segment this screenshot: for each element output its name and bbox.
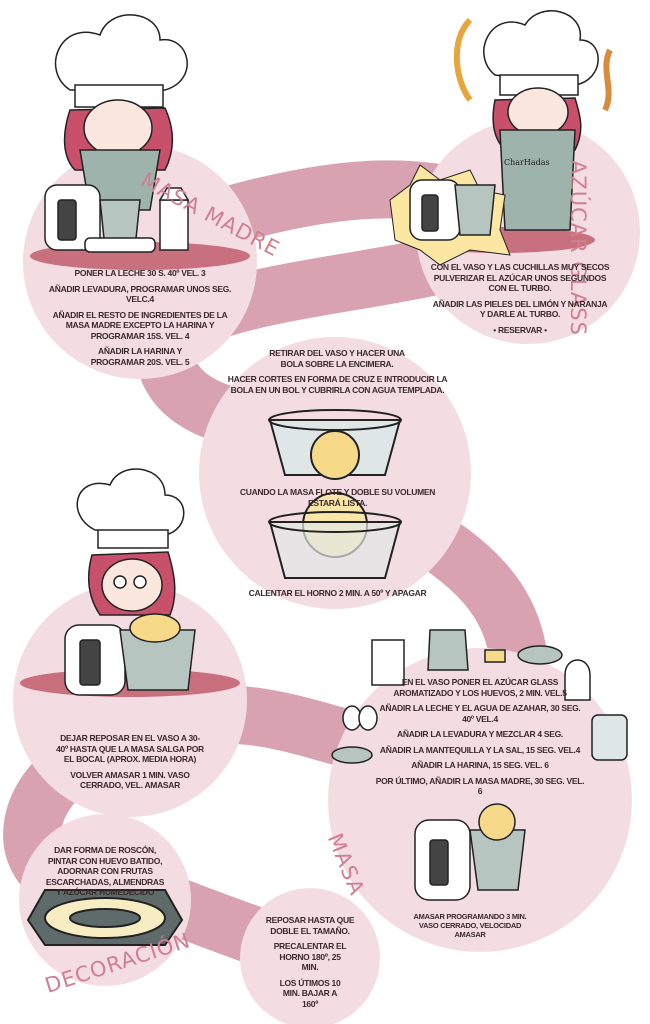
step: AÑADIR EL RESTO DE INGREDIENTES DE LA MA… (52, 309, 228, 341)
azucar-glass-steps: CON EL VASO Y LAS CUCHILLAS MUY SECOS PU… (430, 262, 610, 340)
food-processor-icon (44, 184, 156, 253)
salt-shaker-icon (564, 659, 591, 701)
bowl-icon (331, 746, 373, 764)
bowl-with-dough-icon (268, 409, 402, 480)
step: LOS ÚTIMOS 10 MIN. BAJAR A 160º (279, 977, 341, 1009)
circle-horno (240, 888, 380, 1024)
step: POR ÚLTIMO, AÑADIR LA MASA MADRE, 30 SEG… (375, 775, 585, 797)
step: CON EL VASO Y LAS CUCHILLAS MUY SECOS PU… (430, 262, 610, 293)
step: AÑADIR LA HARINA Y PROGRAMAR 20S. VEL. 5 (90, 346, 190, 367)
food-processor-icon (64, 613, 196, 696)
step: AÑADIR LA HARINA, 15 SEG. VEL. 6 (411, 760, 549, 770)
ingredients-illustration (331, 629, 628, 901)
apron-label: CharHadas (504, 158, 550, 167)
jug-icon (427, 629, 469, 671)
bola-steps: RETIRAR DEL VASO Y HACER UNA BOLA SOBRE … (225, 348, 450, 400)
horno-steps: REPOSAR HASTA QUE DOBLE EL TAMAÑO. PRECA… (255, 915, 365, 1014)
step: AÑADIR LAS PIELES DEL LIMÓN Y NARANJA Y … (432, 298, 608, 320)
food-processor-icon (409, 179, 496, 241)
masa-steps: EN EL VASO PONER EL AZÚCAR GLASS AROMATI… (375, 677, 585, 802)
egg-icon (358, 705, 378, 731)
step: AÑADIR LA LEVADURA Y MEZCLAR 4 SEG. (397, 729, 563, 739)
step: HACER CORTES EN FORMA DE CRUZ E INTRODUC… (227, 374, 448, 395)
bola-middle-text: CUANDO LA MASA FLOTE Y DOBLE SU VOLUMEN … (239, 487, 436, 508)
step: DAR FORMA DE ROSCÓN, PINTAR CON HUEVO BA… (45, 845, 165, 897)
chef-illustration (76, 468, 185, 616)
reposo-vaso-steps: DEJAR REPOSAR EN EL VASO A 30-40º HASTA … (55, 733, 205, 796)
step: AÑADIR LA LECHE Y EL AGUA DE AZAHAR, 30 … (379, 703, 581, 724)
masa-footer: AMASAR PROGRAMANDO 3 MIN. VASO CERRADO, … (413, 912, 527, 939)
butter-icon (484, 649, 506, 663)
section-circles (13, 120, 640, 1024)
step: VOLVER AMASAR 1 MIN. VASO CERRADO, VEL. … (70, 769, 190, 791)
decoracion-steps: DAR FORMA DE ROSCÓN, PINTAR CON HUEVO BA… (45, 845, 165, 903)
step: REPOSAR HASTA QUE DOBLE EL TAMAÑO. (265, 915, 355, 936)
step: RETIRAR DEL VASO Y HACER UNA BOLA SOBRE … (269, 348, 405, 369)
step: PRECALENTAR EL HORNO 180º, 25 MIN. (273, 941, 347, 972)
masa-madre-steps: PONER LA LECHE 30 S. 40º VEL. 3 AÑADIR L… (45, 268, 235, 372)
milk-carton-icon (371, 639, 405, 686)
bola-last-text: CALENTAR EL HORNO 2 MIN. A 50º Y APAGAR (248, 588, 427, 598)
chef-illustration (54, 14, 188, 211)
step: DEJAR REPOSAR EN EL VASO A 30-40º HASTA … (56, 733, 204, 764)
jar-icon (591, 714, 628, 761)
step: AÑADIR LEVADURA, PROGRAMAR UNOS SEG. VEL… (48, 283, 232, 305)
chef-illustration (453, 10, 613, 231)
milk-carton-icon (158, 187, 190, 251)
baking-tray-icon (26, 889, 184, 946)
dish-icon (517, 645, 563, 665)
step: • RESERVAR • (493, 324, 547, 335)
circle-masa (328, 648, 632, 952)
step: EN EL VASO PONER EL AZÚCAR GLASS AROMATI… (393, 677, 567, 698)
bowl-with-risen-dough-icon (268, 492, 402, 579)
step: PONER LA LECHE 30 S. 40º VEL. 3 (74, 268, 206, 278)
step: AÑADIR LA MANTEQUILLA Y LA SAL, 15 SEG. … (379, 744, 581, 755)
